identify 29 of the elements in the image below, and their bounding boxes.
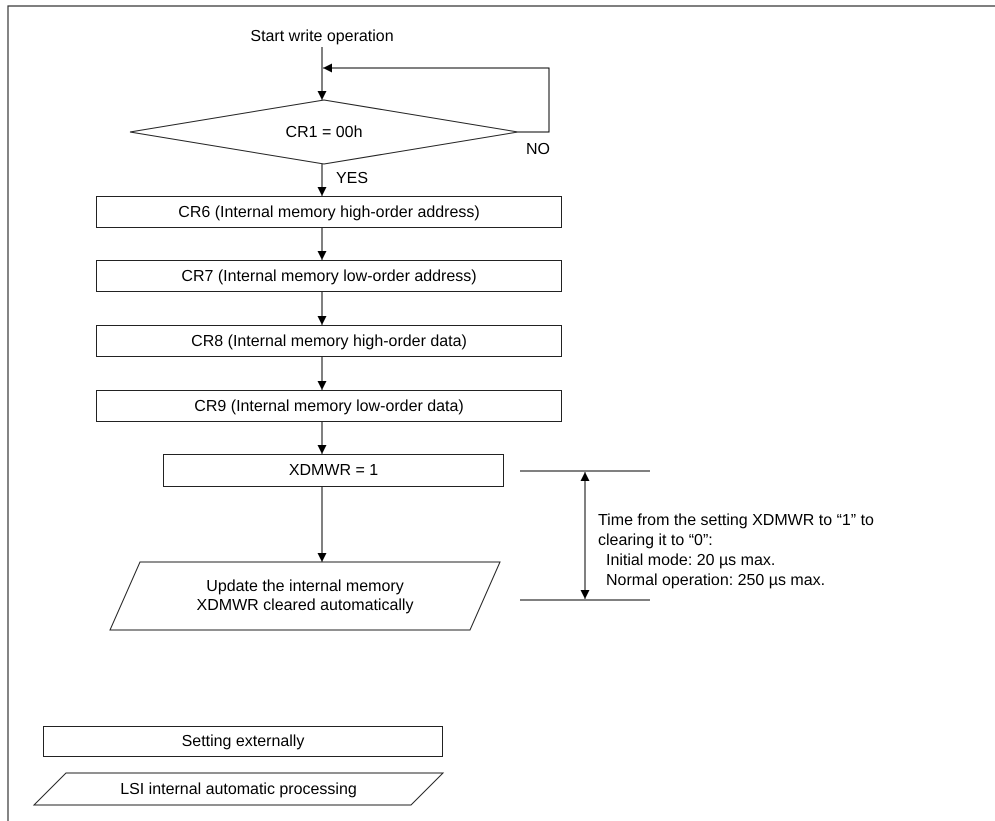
arrow [318,486,326,562]
legend-text: Setting externally [182,732,304,751]
process-box [163,454,504,487]
node-text: Start write operation [250,26,394,46]
note-text: Time from the setting XDMWR to “1” to clearing it to “0”: [598,511,875,551]
legend-text: LSI internal automatic processing [120,780,357,798]
node-text: XDMWR cleared automatically [196,596,414,615]
arrow [318,46,326,100]
note-text: Normal operation: 250 µs max. [606,571,826,591]
process-box [96,196,562,228]
arrow [318,356,326,390]
node-text: CR1 = 00h [286,122,362,142]
arrow [318,228,326,260]
process-box [96,390,562,422]
arrow [318,422,326,454]
node-text: XDMWR = 1 [288,461,378,480]
decision-diamond [130,100,518,164]
arrow [322,64,550,132]
node-text: CR7 (Internal memory low-order address) [181,266,477,286]
arrow [318,292,326,326]
process-box [96,260,562,292]
node-text: CR6 (Internal memory high-order address) [178,202,480,222]
process-box [96,325,562,357]
node-text: Update the internal memory [206,577,404,596]
process-parallelogram [110,562,500,630]
note-text: Initial mode: 20 µs max. [606,551,776,571]
node-text: CR8 (Internal memory high-order data) [191,332,467,350]
node-text: CR9 (Internal memory low-order data) [194,396,464,416]
arrow [318,164,326,196]
